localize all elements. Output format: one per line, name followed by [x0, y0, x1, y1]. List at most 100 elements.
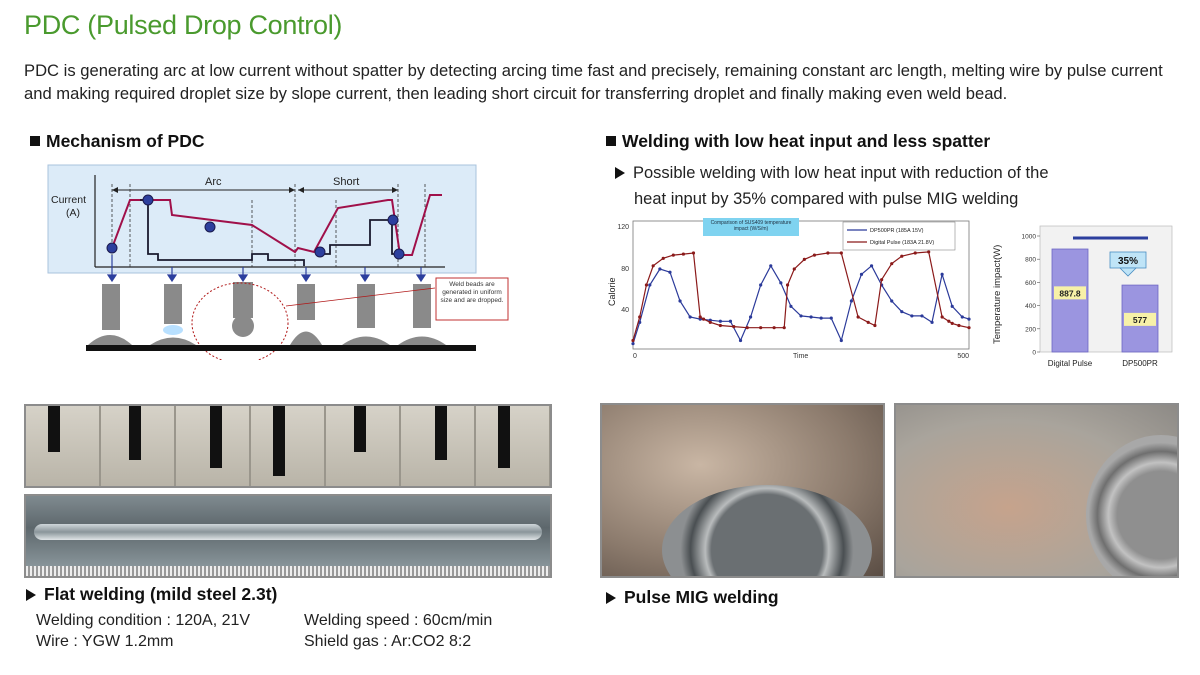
bar-ytick: 600 [1025, 280, 1036, 287]
series-point-1 [913, 251, 917, 255]
series-point-1 [873, 323, 877, 328]
series-point-0 [759, 283, 763, 287]
flat-wire: Wire : YGW 1.2mm [36, 633, 174, 650]
series-point-0 [900, 310, 904, 314]
line-series-group [631, 250, 971, 346]
series-point-0 [809, 315, 813, 319]
series-point-1 [900, 254, 904, 258]
series-point-0 [738, 338, 743, 343]
wire-tip [435, 406, 447, 460]
reduction-arrow-icon [1119, 267, 1137, 277]
bar-category-digital-pulse: Digital Pulse [1048, 359, 1093, 368]
voltage-waveform-short [324, 219, 398, 255]
series-point-1 [661, 256, 665, 260]
series-point-0 [779, 281, 783, 285]
series-point-0 [789, 304, 793, 308]
wire-tip [354, 406, 366, 452]
calorie-line-chart: Calorie 120 80 40 0 500 Time Comparison … [607, 218, 971, 360]
series-point-0 [890, 299, 894, 303]
line-chart-title: Comparison of SUS409 temperature impact … [710, 220, 792, 232]
note-box [435, 277, 509, 321]
wire-tip [48, 406, 60, 452]
intro-paragraph: PDC is generating arc at low current wit… [24, 61, 1163, 103]
low-heat-heading-text: Welding with low heat input and less spa… [622, 131, 991, 151]
play-triangle-icon [615, 167, 625, 179]
wire-tip [273, 406, 285, 476]
wire-tip [210, 406, 222, 468]
line-chart-title-box [703, 218, 799, 236]
series-point-1 [927, 250, 931, 254]
series-point-1 [631, 338, 635, 343]
line-chart-ylabel: Calorie [607, 277, 617, 306]
flat-heading: Flat welding (mild steel 2.3t) [26, 584, 277, 605]
series-point-1 [782, 326, 786, 330]
series-point-0 [799, 314, 803, 318]
bar-category-dp500pr: DP500PR [1122, 359, 1158, 368]
series-point-0 [910, 314, 914, 318]
flat-gas: Shield gas : Ar:CO2 8:2 [304, 633, 472, 650]
line-legend [842, 221, 956, 251]
series-point-1 [947, 319, 951, 323]
series-point-0 [749, 315, 753, 319]
ytick-120: 120 [617, 224, 629, 231]
series-point-1 [890, 262, 894, 266]
pulse-heading-text: Pulse MIG welding [624, 587, 779, 607]
series-point-0 [688, 315, 692, 319]
series-point-1 [681, 252, 685, 256]
arc-label: Arc [205, 176, 222, 188]
torch-row [88, 282, 446, 345]
series-point-1 [745, 326, 749, 330]
note-text: Weld beads are generated in uniform size… [440, 281, 504, 304]
arrow-head-icon [112, 187, 118, 193]
series-point-1 [785, 283, 790, 287]
wire-frame [26, 406, 101, 486]
flat-speed: Welding speed : 60cm/min [304, 612, 493, 629]
series-point-1 [957, 323, 961, 328]
series-point-1 [759, 326, 763, 330]
bar-ytick: 200 [1025, 326, 1036, 333]
bar-label-bg-0 [1054, 286, 1086, 300]
bar-ytick: 1000 [1022, 234, 1037, 241]
bar-ytick: 400 [1025, 303, 1036, 310]
series-point-0 [960, 315, 964, 319]
y-label-current: Current [51, 194, 86, 206]
mechanism-heading: Mechanism of PDC [30, 131, 205, 152]
voltage-waveform [140, 199, 305, 266]
bullet-square-icon [606, 136, 616, 146]
flat-bead-photo [24, 494, 552, 578]
series-point-1 [967, 326, 971, 330]
reduction-label: 35% [1118, 256, 1138, 267]
series-point-1 [732, 325, 736, 329]
line-chart-xlabel: Time [793, 353, 808, 360]
series-point-0 [849, 299, 853, 303]
series-point-0 [869, 264, 874, 268]
y-label-unit: (A) [66, 207, 80, 219]
pipe-weld-1 [662, 485, 872, 576]
pulse-mig-photo-1 [600, 403, 885, 578]
series-point-1 [644, 283, 649, 287]
pulse-heading: Pulse MIG welding [606, 587, 779, 608]
weld-bead [34, 524, 542, 540]
series-point-1 [718, 323, 722, 328]
series-point-1 [866, 320, 870, 324]
series-point-1 [950, 321, 954, 325]
page-title: PDC (Pulsed Drop Control) [24, 10, 343, 40]
series-point-0 [930, 320, 934, 324]
series-point-1 [701, 317, 706, 321]
wire-frame [101, 406, 176, 486]
arrow-head-icon [298, 187, 304, 193]
series-point-0 [668, 270, 672, 274]
series-point-1 [651, 264, 655, 268]
note-leader [285, 287, 436, 307]
wire-tip [498, 406, 510, 468]
series-point-0 [631, 342, 635, 346]
subtitle-line-2: heat input by 35% compared with pulse MI… [634, 190, 1019, 208]
series-point-1 [826, 251, 830, 255]
bar-value-label-1: 577 [1133, 315, 1147, 325]
wire-frames [26, 406, 550, 486]
series-point-1 [940, 315, 944, 319]
wire-tip [129, 406, 141, 460]
wire-frame [251, 406, 326, 486]
